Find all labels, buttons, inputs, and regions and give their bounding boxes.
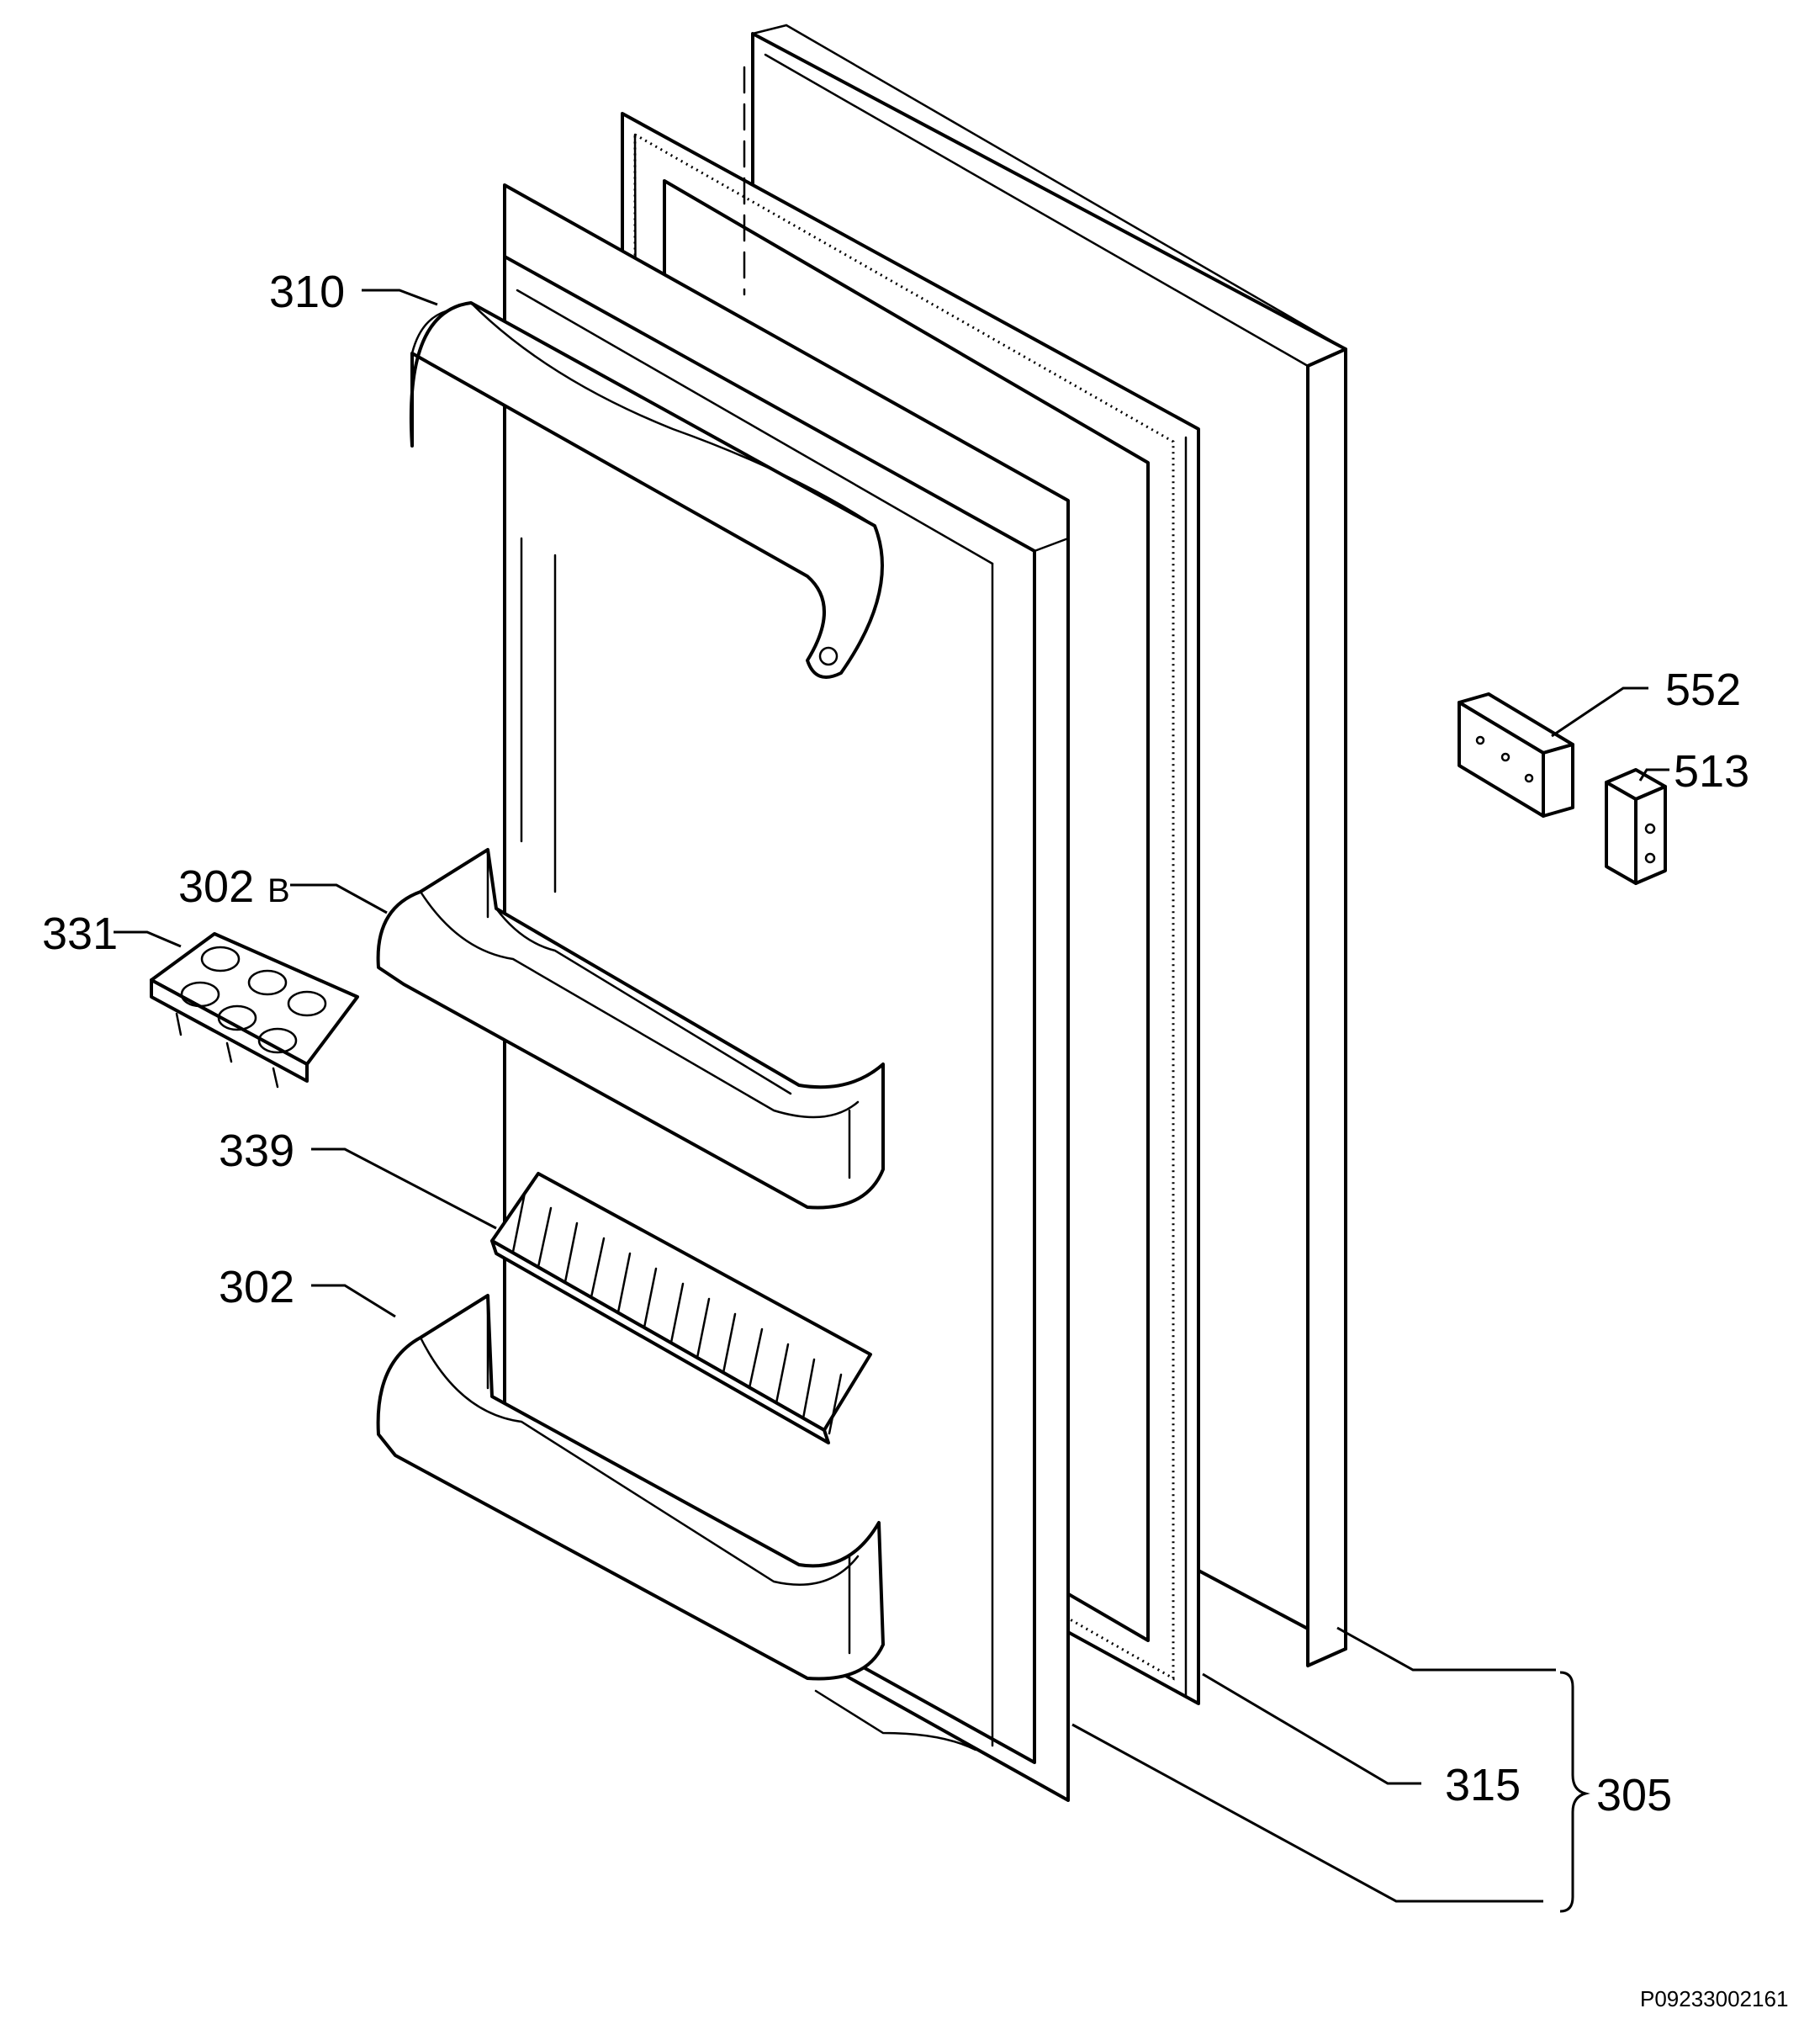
label-305: 305 <box>1596 1770 1672 1820</box>
retainer-ribs <box>511 1191 843 1435</box>
label-339: 339 <box>219 1126 294 1176</box>
label-513: 513 <box>1674 746 1749 797</box>
label-552: 552 <box>1665 665 1741 715</box>
part-302B-upper-door-shelf <box>376 848 885 1210</box>
bracket-brace-305 <box>1559 1671 1590 1913</box>
label-302B: 302 <box>178 861 254 912</box>
part-labels: 310 302 B 331 339 302 552 513 315 305 <box>42 267 1749 1820</box>
label-302: 302 <box>219 1262 294 1312</box>
label-331: 331 <box>42 909 118 959</box>
label-302B-suffix: B <box>267 872 290 909</box>
label-310: 310 <box>269 267 345 317</box>
drawing-code: P09233002161 <box>1640 1986 1788 2011</box>
label-315: 315 <box>1445 1760 1521 1810</box>
leader-lines <box>114 289 1669 1903</box>
part-310-dairy-compartment-cover <box>409 301 884 679</box>
part-513-hinge-bracket <box>1605 768 1667 885</box>
inner-door-liner <box>503 183 1070 1802</box>
part-331-egg-tray <box>150 932 359 1089</box>
part-302-lower-door-shelf <box>376 1294 885 1681</box>
part-339-bottle-retainer-shelf <box>490 1172 872 1444</box>
part-552-hinge-plate <box>1458 692 1574 818</box>
egg-cups <box>180 946 327 1054</box>
